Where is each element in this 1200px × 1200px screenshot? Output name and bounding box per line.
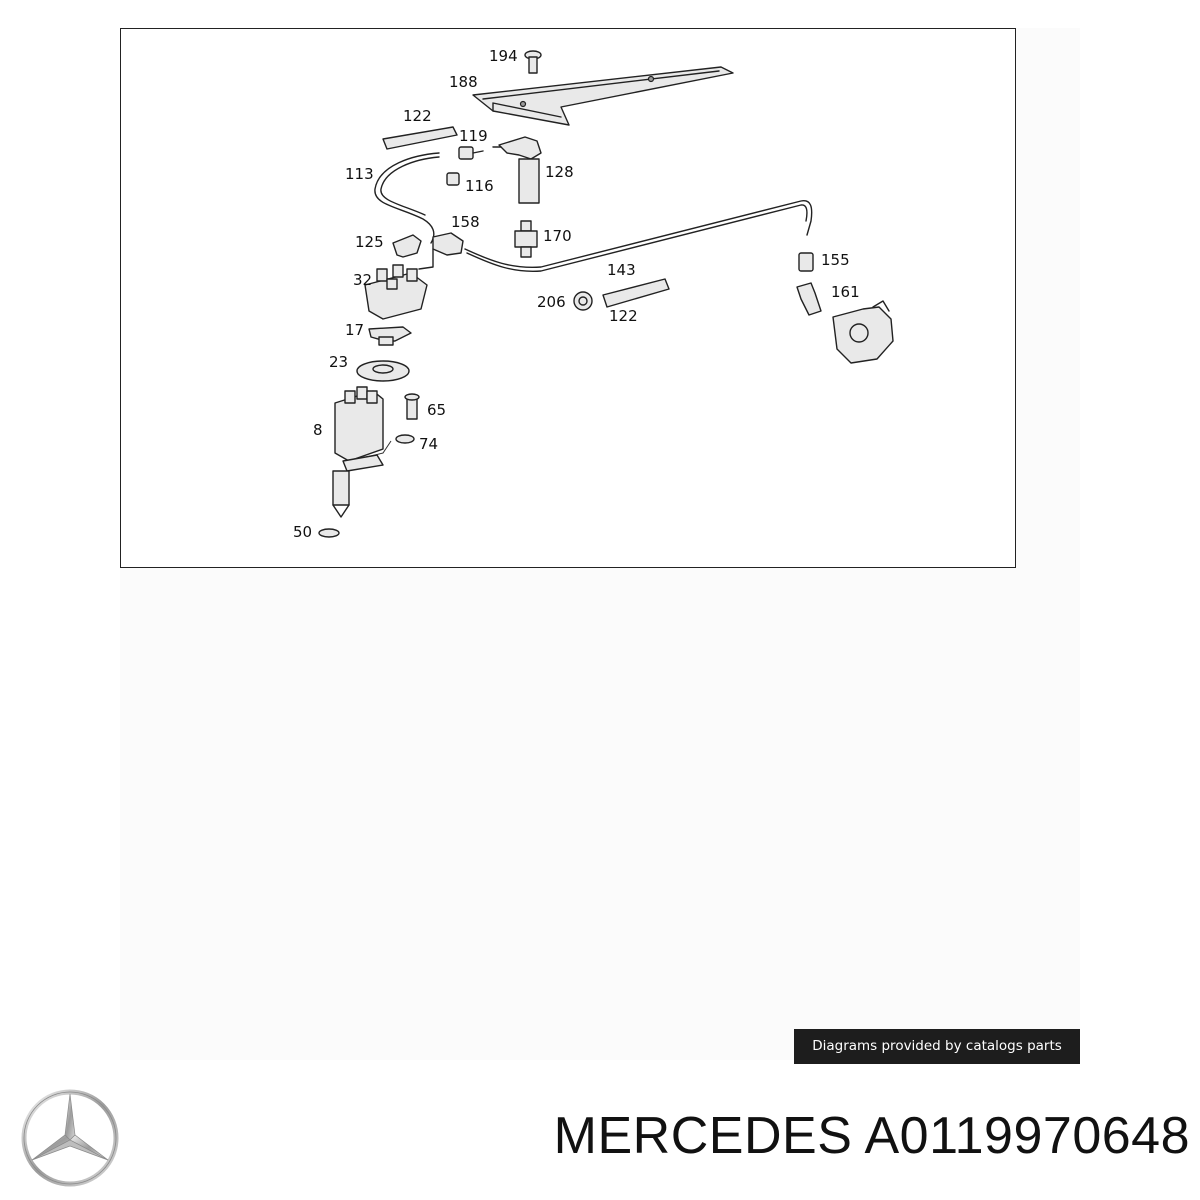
part-155-connector <box>798 252 814 272</box>
callout-113: 113 <box>345 165 374 183</box>
callout-170: 170 <box>543 227 572 245</box>
part-188-cover-rail <box>472 66 734 126</box>
brand-name: MERCEDES <box>553 1107 853 1165</box>
part-125-elbow-boot <box>392 234 422 258</box>
callout-143: 143 <box>607 261 636 279</box>
parts-diagram: 194 188 122 119 128 113 116 158 125 170 … <box>120 28 1016 568</box>
callout-17: 17 <box>345 321 364 339</box>
part-65-bolt <box>404 393 420 420</box>
part-206-clamp <box>573 291 593 311</box>
callout-188: 188 <box>449 73 478 91</box>
callout-74: 74 <box>419 435 438 453</box>
part-194-screw <box>524 50 542 74</box>
callout-50: 50 <box>293 523 312 541</box>
callout-158: 158 <box>451 213 480 231</box>
callout-161: 161 <box>831 283 860 301</box>
callout-155: 155 <box>821 251 850 269</box>
product-title: MERCEDES A0119970648 <box>400 1106 1190 1166</box>
part-158-plug-connector <box>418 232 464 270</box>
callout-122: 122 <box>609 307 638 325</box>
part-50-o-ring <box>318 528 340 538</box>
callout-65: 65 <box>427 401 446 419</box>
part-122-hose-upper <box>382 126 458 150</box>
mercedes-star-icon <box>20 1088 120 1188</box>
part-23-shield-ring <box>356 360 410 382</box>
callout-122: 122 <box>403 107 432 125</box>
part-32-distributor-cap <box>364 264 428 320</box>
part-161-elbow-hose <box>796 282 822 316</box>
part-116-clip <box>446 172 460 186</box>
callout-23: 23 <box>329 353 348 371</box>
callout-125: 125 <box>355 233 384 251</box>
part-8-distributor <box>332 386 384 518</box>
part-vacuum-unit <box>832 300 894 364</box>
callout-128: 128 <box>545 163 574 181</box>
part-113-vacuum-line <box>374 152 440 244</box>
callout-119: 119 <box>459 127 488 145</box>
part-119-connector <box>458 146 484 160</box>
callout-116: 116 <box>465 177 494 195</box>
part-143-long-vacuum-line <box>464 200 813 273</box>
parts-diagram-svg: 194 188 122 119 128 113 116 158 125 170 … <box>293 47 894 541</box>
callout-32: 32 <box>353 271 372 289</box>
part-number: A0119970648 <box>864 1107 1190 1165</box>
part-128-spark-plug-boot <box>492 136 542 204</box>
callout-194: 194 <box>489 47 518 65</box>
callout-206: 206 <box>537 293 566 311</box>
callout-8: 8 <box>313 421 323 439</box>
part-17-rotor <box>368 326 412 346</box>
diagram-credit-badge: Diagrams provided by catalogs parts <box>794 1029 1080 1064</box>
part-122-hose-lower <box>602 278 670 308</box>
part-170-spark-plug <box>514 220 538 258</box>
